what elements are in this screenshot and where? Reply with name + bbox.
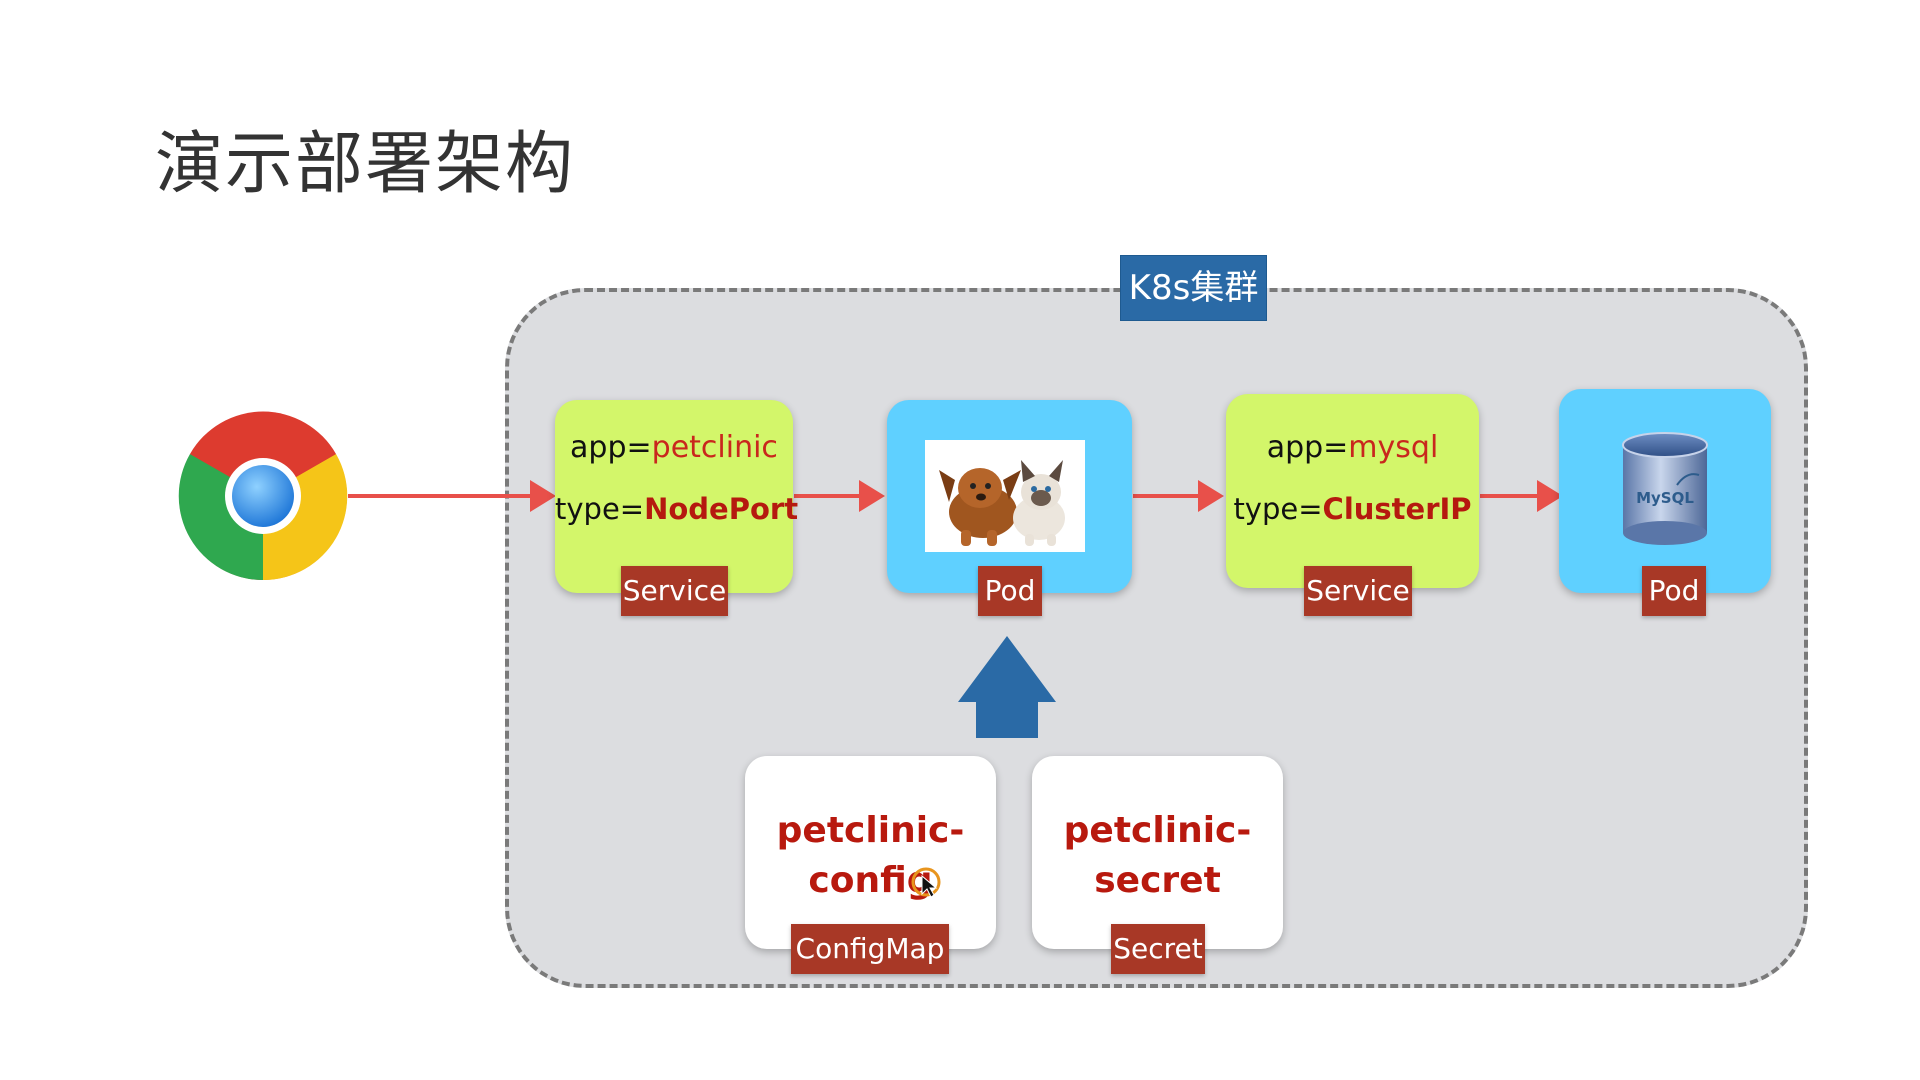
service-mysql-tag: Service [1304, 566, 1412, 616]
arrow-service-to-pod [794, 480, 885, 512]
service-mysql-card: app=mysql type=ClusterIP [1226, 394, 1479, 588]
service-type-key: type= [555, 492, 645, 526]
configmap-name-line1: petclinic- [776, 810, 965, 851]
arrow-config-to-pod [958, 636, 1056, 738]
service-db-app-key: app= [1266, 430, 1349, 465]
secret-name-line1: petclinic- [1063, 810, 1252, 851]
configmap-card: petclinic- config [745, 756, 996, 949]
service-petclinic-tag: Service [621, 566, 728, 616]
secret-card: petclinic- secret [1032, 756, 1283, 949]
service-app-value: petclinic [651, 430, 778, 465]
mouse-cursor-icon [911, 867, 941, 898]
pod-mysql-tag: Pod [1642, 566, 1706, 616]
service-db-app-value: mysql [1348, 430, 1439, 465]
configmap-tag: ConfigMap [791, 924, 949, 974]
slide-title: 演示部署架构 [155, 125, 576, 204]
service-app-key: app= [570, 430, 652, 465]
arrow-browser-to-service [348, 480, 556, 512]
secret-tag: Secret [1111, 924, 1205, 974]
mysql-logo-text: MySQL [1636, 489, 1694, 507]
k8s-cluster-label: K8s集群 [1121, 256, 1266, 320]
arrow-pod-to-service [1133, 480, 1224, 512]
configmap-name-line2: config [808, 860, 933, 901]
pod-petclinic-card [887, 400, 1132, 593]
pod-petclinic-tag: Pod [978, 566, 1042, 616]
chrome-icon [178, 411, 348, 581]
secret-name-line2: secret [1094, 860, 1221, 901]
pod-mysql-card: MySQL [1559, 389, 1771, 593]
service-db-type-key: type= [1233, 492, 1323, 526]
mysql-database-icon: MySQL [1622, 432, 1708, 545]
pet-photo-image [925, 440, 1085, 552]
arrow-service-to-db-pod [1480, 480, 1563, 512]
service-petclinic-card: app=petclinic type=NodePort [555, 400, 798, 593]
service-db-type-value: ClusterIP [1322, 492, 1472, 526]
service-type-value: NodePort [644, 492, 799, 526]
